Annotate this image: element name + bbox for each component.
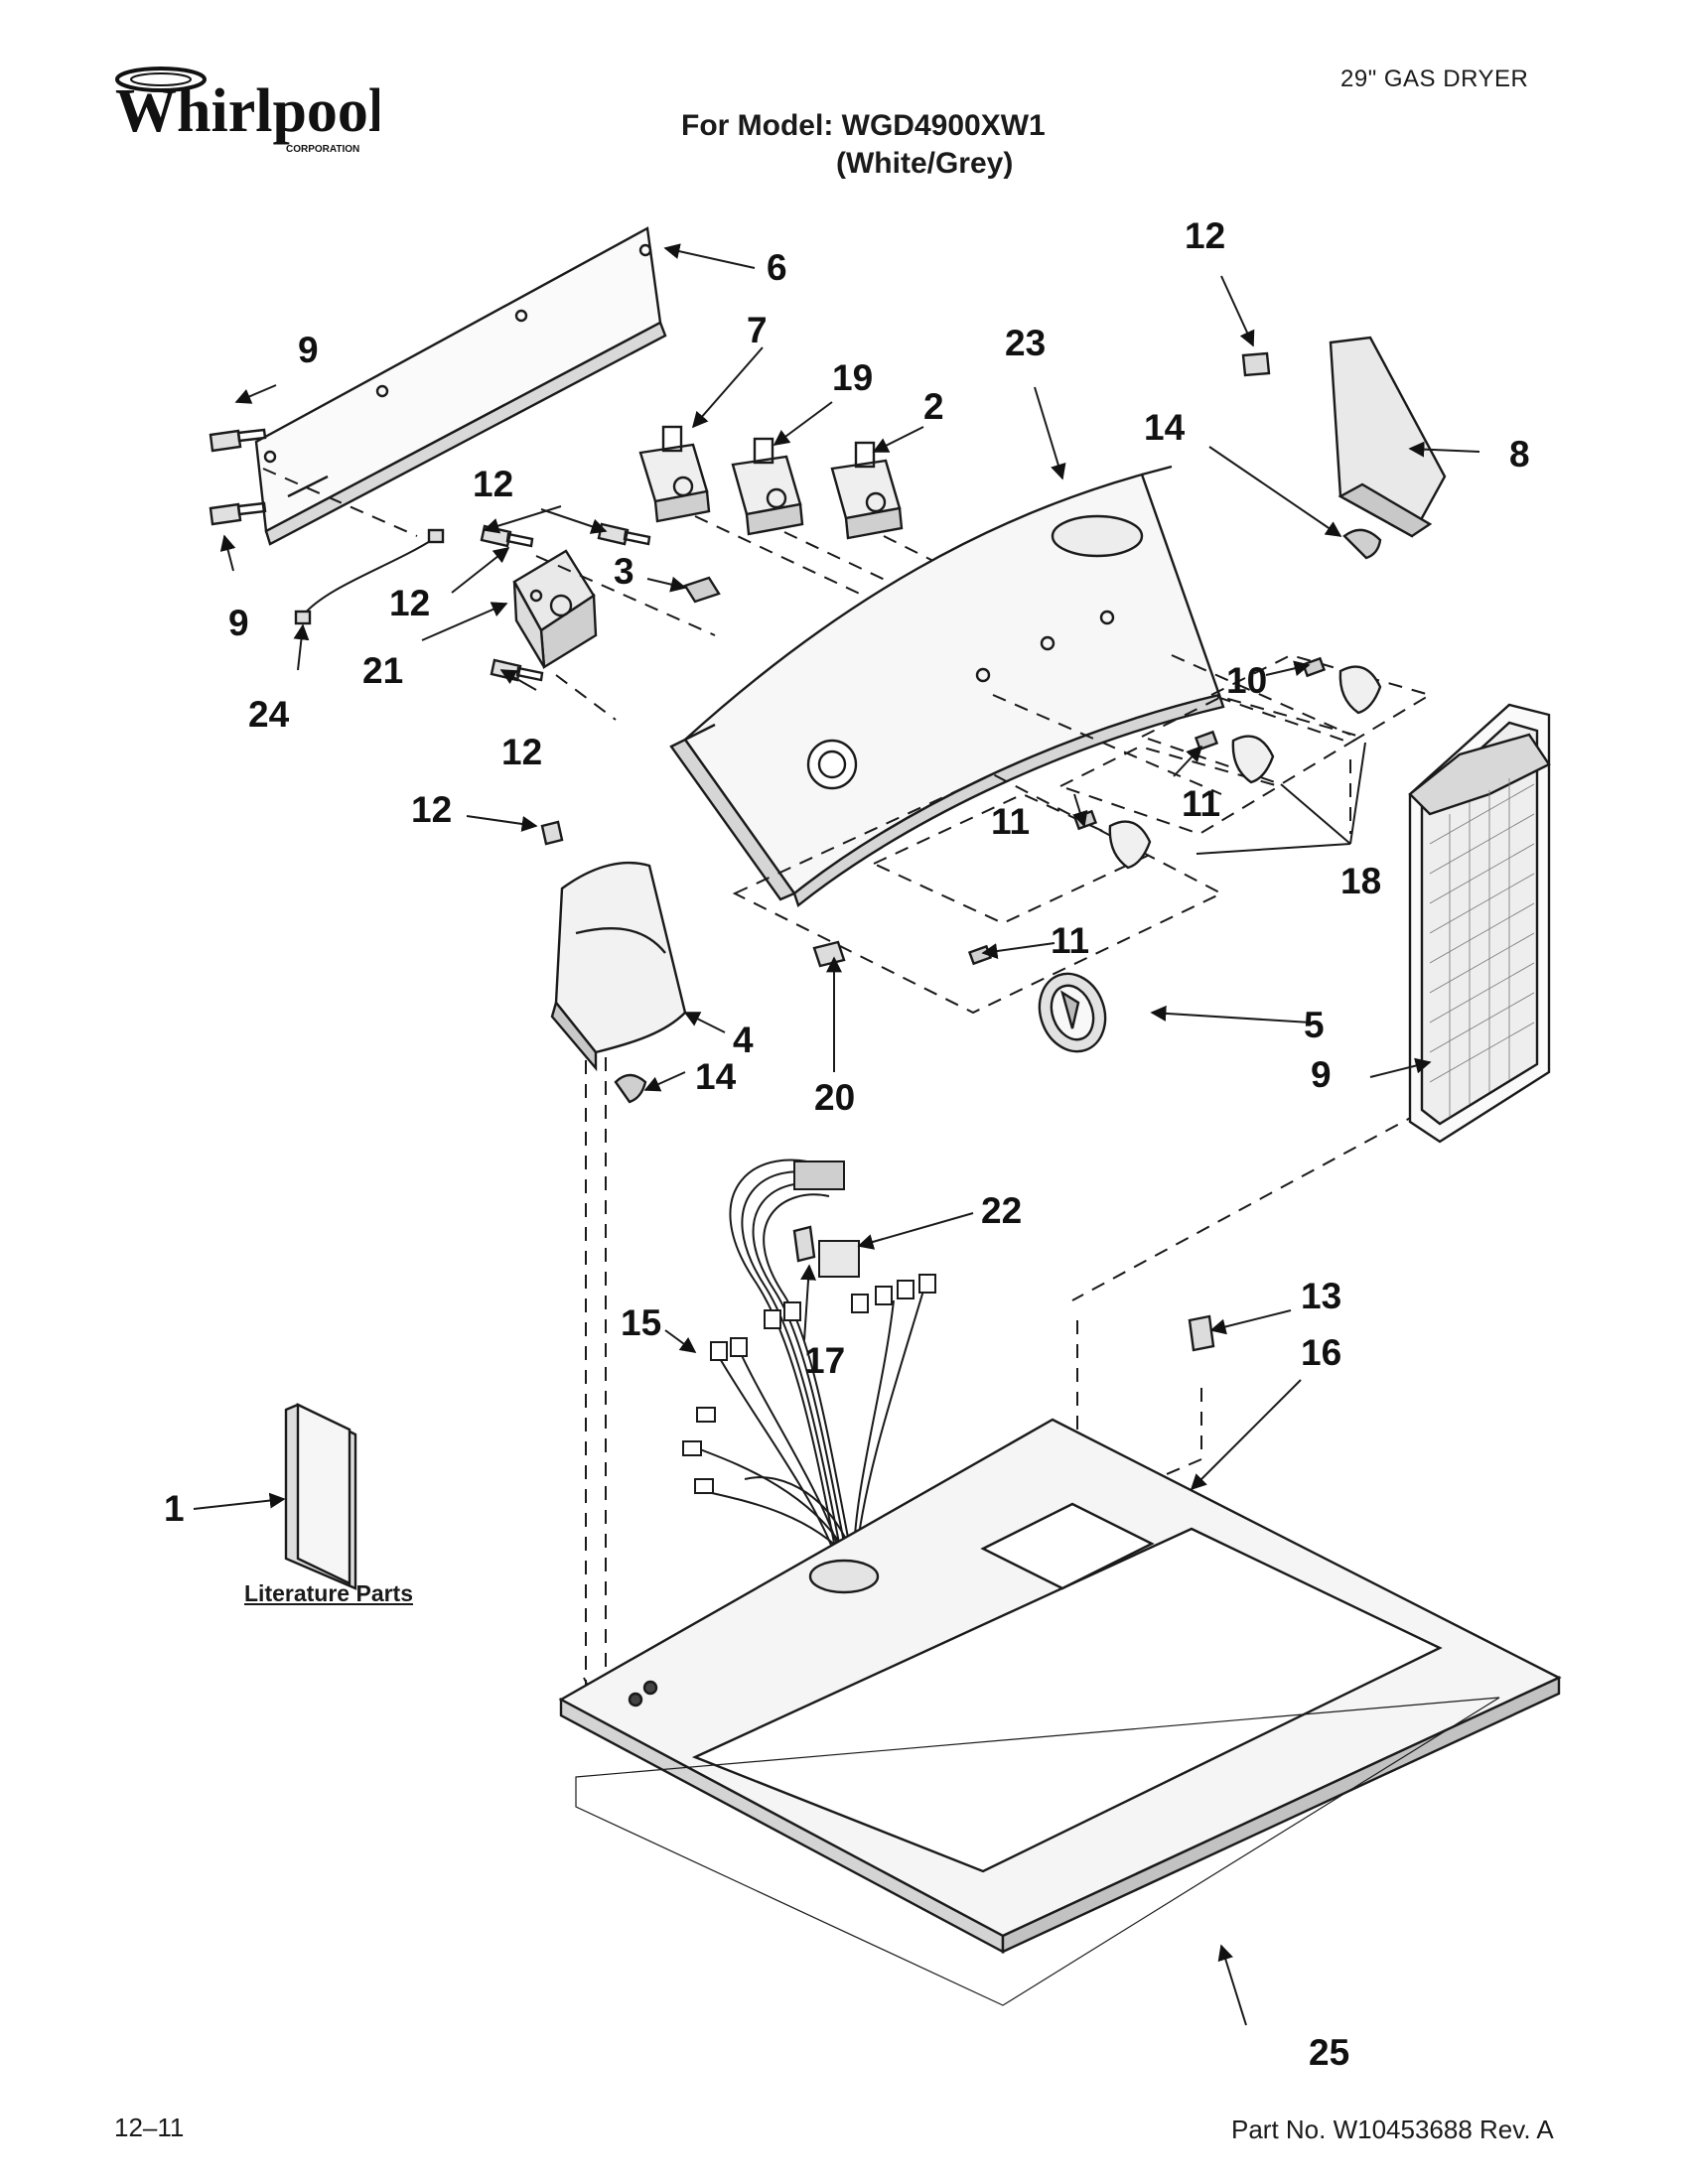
timer-part [512,549,598,670]
literature-parts-label: Literature Parts [244,1580,414,1606]
callout-17: 17 [804,1340,845,1381]
whirlpool-logo: Whirlpool CORPORATION [115,67,379,155]
rear-panel-part [254,226,667,546]
switch-part [638,425,711,523]
callout-9: 9 [298,330,319,370]
callout-11: 11 [991,801,1030,842]
date-code: 12–11 [114,2113,185,2142]
document-type: 29" GAS DRYER [1340,66,1529,92]
switch-part [731,437,804,536]
part-number: Part No. W10453688 Rev. A [1231,2115,1554,2144]
screw-part [540,820,564,846]
clip-part [1342,528,1382,560]
model-number: For Model: WGD4900XW1 [681,109,1046,142]
screw-part [1241,351,1271,377]
callout-6: 6 [767,247,787,288]
callout-12: 12 [501,732,542,772]
callout-22: 22 [981,1190,1022,1231]
callout-8: 8 [1509,434,1530,475]
callout-14: 14 [1144,407,1186,448]
literature-book-part [284,1403,357,1590]
callout-2: 2 [923,386,944,427]
selector-knob-part [1038,972,1107,1053]
callout-11: 10 [1226,660,1267,701]
callout-21: 21 [362,650,403,691]
callout-23: 23 [1005,323,1046,363]
callout-12: 12 [1185,215,1225,256]
model-color: (White/Grey) [836,147,1014,180]
callout-3: 3 [614,551,634,592]
callout-11: 11 [1182,783,1220,824]
callout-19: 19 [832,357,873,398]
callout-9: 9 [228,603,249,643]
callout-7: 7 [747,310,768,350]
callout-12: 12 [411,789,452,830]
bracket-part [1329,336,1447,538]
screw-part [812,940,846,968]
callout-labels: 6 9 9 7 19 2 23 12 8 14 12 12 3 21 24 12… [164,215,1530,2073]
wire-harness-part [682,1159,936,1570]
wire-part [294,528,445,625]
callout-24: 24 [248,694,290,735]
switch-part [830,441,904,540]
callout-14: 14 [695,1056,737,1097]
callout-16: 16 [1301,1332,1341,1373]
callout-25: 25 [1309,2032,1349,2073]
callout-15: 15 [621,1302,661,1343]
callout-18: 18 [1340,861,1381,901]
screw-part [792,1225,816,1263]
clip-part [683,576,721,604]
screw-part [209,428,267,526]
endcap-part [550,861,687,1072]
lint-screen-part [1408,703,1551,1144]
top-panel-part [558,1418,1562,1955]
callout-11: 11 [1051,920,1089,961]
callout-10: 9 [1311,1054,1332,1095]
callout-12: 12 [473,464,513,504]
screw-part [1188,1314,1215,1352]
callout-20: 20 [814,1077,855,1118]
logo-text: Whirlpool [115,77,379,145]
console-part [669,465,1225,908]
callout-12: 12 [389,583,430,623]
callout-13: 13 [1301,1276,1341,1316]
callout-1: 1 [164,1488,185,1529]
callout-4: 4 [733,1020,754,1060]
logo-subtext: CORPORATION [286,144,359,155]
knob-part [1108,665,1382,870]
clip-part [614,1073,647,1104]
callout-5: 5 [1304,1005,1325,1045]
